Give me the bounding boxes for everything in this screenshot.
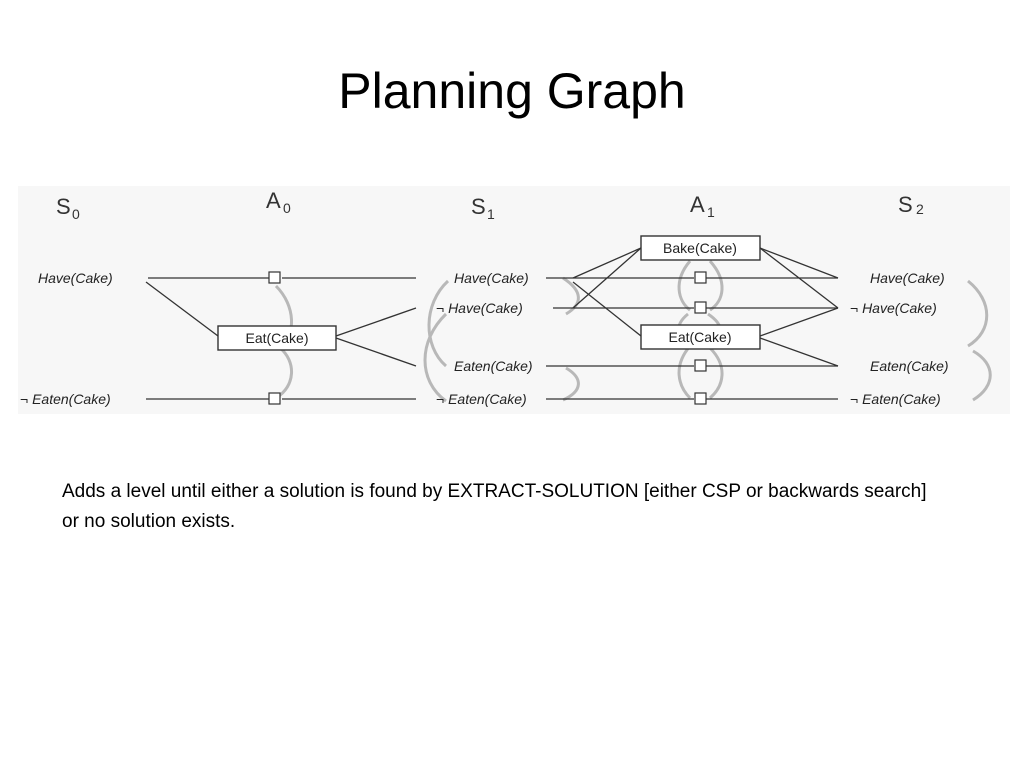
body-text: Adds a level until either a solution is …: [62, 481, 927, 532]
edge: [572, 247, 642, 279]
planning-graph-diagram: S 0 A 0 S 1 A 1 S 2: [18, 186, 1010, 414]
mutex-arc: [708, 346, 724, 400]
edge: [145, 281, 219, 337]
literal-s2-not-eaten-cake: ¬ Eaten(Cake): [850, 391, 941, 407]
literal-s2-not-have-cake: ¬ Have(Cake): [850, 300, 937, 316]
edge: [335, 307, 417, 337]
mutex-arc: [562, 366, 580, 402]
literal-s1-eaten-cake: Eaten(Cake): [454, 358, 533, 374]
level-subscript: 2: [916, 201, 924, 217]
noop-node: [694, 359, 707, 372]
action-eat-cake-a0: Eat(Cake): [217, 325, 337, 351]
noop-node: [694, 301, 707, 314]
level-letter: A: [266, 188, 281, 213]
literal-s2-have-cake: Have(Cake): [870, 270, 945, 286]
action-label: Bake(Cake): [663, 240, 737, 256]
level-letter: S: [56, 194, 71, 219]
noop-node: [694, 392, 707, 405]
action-eat-cake-a1: Eat(Cake): [640, 324, 761, 350]
mutex-arc: [275, 346, 293, 400]
action-label: Eat(Cake): [245, 330, 308, 346]
mutex-arc: [427, 279, 450, 368]
mutex-arc: [423, 312, 448, 403]
level-subscript: 0: [283, 200, 291, 216]
level-subscript: 0: [72, 206, 80, 222]
noop-node: [268, 392, 281, 405]
literal-s1-not-eaten-cake: ¬ Eaten(Cake): [436, 391, 527, 407]
level-letter: A: [690, 192, 705, 217]
literal-s0-have-cake: Have(Cake): [38, 270, 113, 286]
edge: [572, 247, 642, 309]
mutex-arc: [562, 276, 580, 316]
edge: [572, 281, 642, 337]
literal-s2-eaten-cake: Eaten(Cake): [870, 358, 949, 374]
literal-s1-not-have-cake: ¬ Have(Cake): [436, 300, 523, 316]
level-header-s2: S 2: [898, 192, 924, 217]
mutex-arc: [972, 349, 992, 402]
noop-node: [694, 271, 707, 284]
level-header-s0: S 0: [56, 194, 80, 222]
edge: [759, 307, 839, 337]
literal-s1-have-cake: Have(Cake): [454, 270, 529, 286]
mutex-arc: [708, 259, 724, 312]
level-subscript: 1: [707, 204, 715, 220]
slide-title: Planning Graph: [338, 63, 686, 119]
edge: [335, 337, 417, 367]
mutex-arc: [677, 345, 692, 400]
level-subscript: 1: [487, 206, 495, 222]
edge: [759, 247, 839, 279]
literal-s0-not-eaten-cake: ¬ Eaten(Cake): [20, 391, 111, 407]
action-bake-cake-a1: Bake(Cake): [640, 235, 761, 261]
level-header-a0: A 0: [266, 188, 291, 216]
action-label: Eat(Cake): [668, 329, 731, 345]
level-letter: S: [898, 192, 913, 217]
mutex-arc: [677, 260, 692, 312]
edge: [759, 337, 839, 367]
edge: [759, 247, 839, 309]
level-letter: S: [471, 194, 486, 219]
level-header-s1: S 1: [471, 194, 495, 222]
noop-node: [268, 271, 281, 284]
level-header-a1: A 1: [690, 192, 715, 220]
mutex-arc: [967, 279, 989, 348]
